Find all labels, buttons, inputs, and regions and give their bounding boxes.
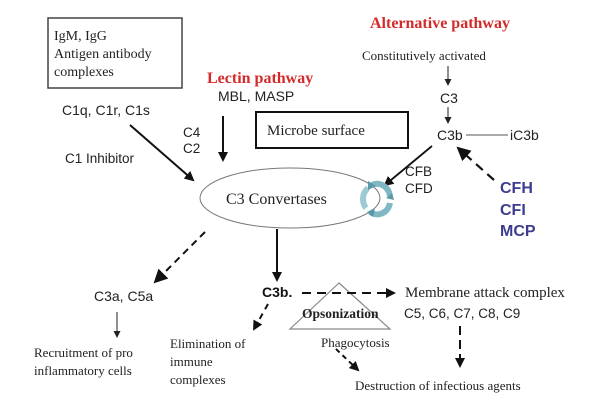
- classical-box-line-2: Antigen antibody: [54, 47, 152, 62]
- mac-title: Membrane attack complex: [405, 285, 565, 301]
- destruction-label: Destruction of infectious agents: [355, 378, 521, 393]
- alternative-pathway-title: Alternative pathway: [370, 15, 510, 32]
- c3b-to-convertase-arrow: [383, 145, 433, 187]
- classical-to-convertase-arrow: [129, 124, 195, 182]
- amplification-cycle-icon: [360, 180, 394, 218]
- c2-label: C2: [183, 141, 200, 156]
- classical-box-line-3: complexes: [54, 65, 114, 80]
- elimination-line-1: Elimination of: [170, 336, 246, 351]
- elimination-line-3: complexes: [170, 372, 226, 387]
- c3b-to-elimination-dashed-arrow: [253, 303, 269, 331]
- microbe-surface-box: Microbe surface: [255, 111, 409, 149]
- phagocytosis-label: Phagocytosis: [321, 335, 390, 350]
- c3b-alt-label: C3b: [437, 127, 463, 143]
- c3-label: C3: [440, 90, 458, 106]
- constitutively-activated-label: Constitutively activated: [362, 48, 486, 63]
- lectin-components-label: MBL, MASP: [218, 88, 294, 104]
- c3-convertase-node: C3 Convertases: [199, 167, 381, 229]
- lectin-pathway-title: Lectin pathway: [207, 70, 313, 87]
- c1-components-label: C1q, C1r, C1s: [62, 102, 150, 118]
- c3b-product-label: C3b.: [262, 284, 292, 300]
- classical-box-line-1: IgM, IgG: [54, 29, 107, 44]
- cfd-label: CFD: [405, 181, 433, 196]
- opsonization-label: Opsonization: [302, 306, 379, 321]
- recruitment-line-2: inflammatory cells: [34, 363, 132, 378]
- opsonization-triangle: Opsonization: [288, 282, 392, 330]
- cfh-label: CFH: [500, 180, 533, 197]
- mac-components-label: C5, C6, C7, C8, C9: [404, 306, 520, 321]
- ic3b-label: iC3b: [510, 127, 539, 143]
- c3-convertase-label: C3 Convertases: [226, 191, 327, 208]
- c1-inhibitor-label: C1 Inhibitor: [65, 151, 135, 166]
- c4-label: C4: [183, 125, 201, 140]
- mcp-label: MCP: [500, 223, 536, 240]
- microbe-surface-label: Microbe surface: [267, 123, 365, 139]
- elimination-line-2: immune: [170, 354, 213, 369]
- convertase-to-anaphylatoxins-dashed-arrow: [153, 231, 206, 284]
- anaphylatoxins-label: C3a, C5a: [94, 288, 153, 304]
- recruitment-line-1: Recruitment of pro: [34, 345, 133, 360]
- classical-pathway-box: IgM, IgG Antigen antibody complexes: [47, 17, 183, 89]
- phagocytosis-to-destruction-arrow: [335, 348, 360, 372]
- cfb-label: CFB: [405, 164, 432, 179]
- cfi-label: CFI: [500, 202, 526, 219]
- regulators-to-c3b-dashed-arrow: [456, 146, 495, 181]
